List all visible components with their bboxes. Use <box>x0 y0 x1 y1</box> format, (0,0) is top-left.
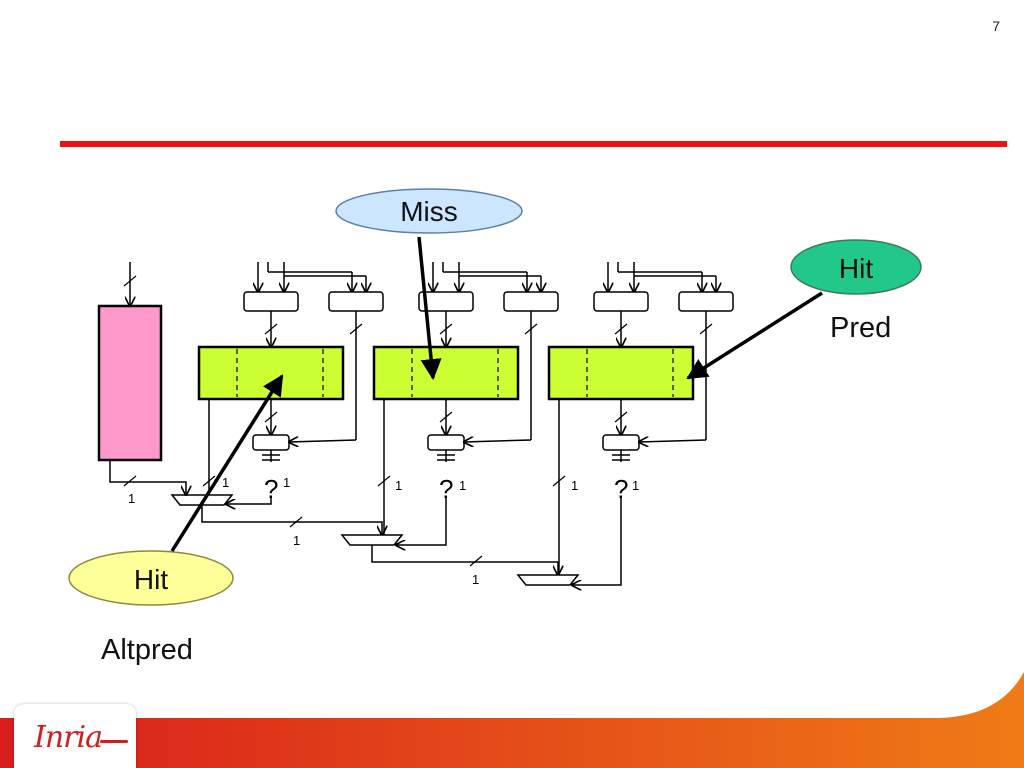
svg-text:?: ? <box>264 474 278 504</box>
title-rule <box>60 141 1007 147</box>
tagged-table-2: ? <box>372 262 559 504</box>
width-label: 1 <box>571 478 578 493</box>
width-label: 1 <box>632 478 639 493</box>
width-label: 1 <box>472 572 479 587</box>
svg-text:?: ? <box>439 474 453 504</box>
base-predictor-table <box>97 262 163 462</box>
width-label: 1 <box>128 491 135 506</box>
miss-label: Miss <box>400 196 458 227</box>
mux-chain <box>109 399 622 585</box>
tagged-table-1: ? <box>197 262 384 504</box>
hit-altpred-callout: Hit <box>68 374 284 606</box>
width-labels: 1 1 1 1 1 1 1 1 1 <box>128 475 639 587</box>
tagged-table-3: ? <box>547 262 734 504</box>
logo-text: Inria <box>34 720 103 755</box>
svg-text:?: ? <box>614 474 628 504</box>
width-label: 1 <box>395 478 402 493</box>
altpred-label: Altpred <box>101 634 193 666</box>
width-label: 1 <box>222 475 229 490</box>
hit-pred-label: Hit <box>839 253 873 284</box>
logo-swash <box>100 740 128 743</box>
pred-label: Pred <box>830 312 892 344</box>
footer-band <box>0 672 1024 768</box>
width-label: 1 <box>459 478 466 493</box>
width-label: 1 <box>293 533 300 548</box>
miss-callout: Miss <box>335 188 523 381</box>
hit-altpred-label: Hit <box>134 564 168 595</box>
inria-logo: Inria <box>14 704 136 768</box>
slide-number: 7 <box>992 18 1000 34</box>
hit-pred-callout: Hit <box>686 239 922 380</box>
width-label: 1 <box>283 475 290 490</box>
